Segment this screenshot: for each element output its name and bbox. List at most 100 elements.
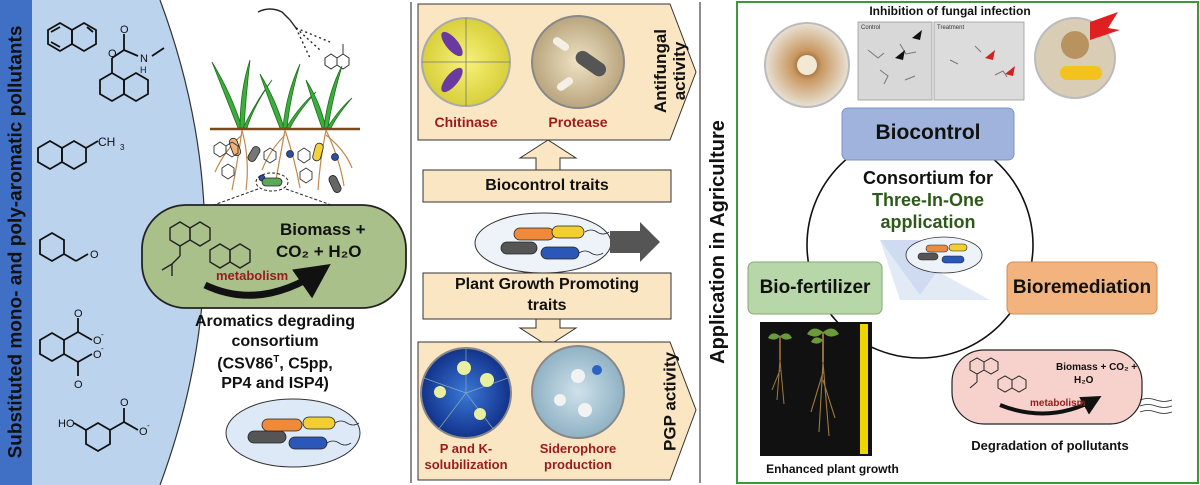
vertical-pollutants-title: Substituted mono- and poly-aromatic poll… (5, 25, 27, 459)
siderophore-plate (531, 345, 625, 439)
middle-consortium-oval (474, 212, 612, 274)
plant-illustration (177, 8, 369, 219)
vertical-title-bar (0, 0, 32, 485)
antifungal-label: Antifungal activity (651, 28, 689, 114)
biomass-small-line2: H₂O (1074, 375, 1094, 386)
degradation-box (141, 204, 407, 309)
fungal-hyphae (867, 43, 1008, 85)
naphthalene-structure (47, 21, 97, 53)
down-arrow (518, 318, 578, 347)
chitinase-label: Chitinase (434, 114, 498, 130)
biofertilizer-box (747, 261, 883, 315)
pgp-traits-line1: Plant Growth Promoting (455, 276, 639, 293)
soil-pollutant-structures (213, 141, 313, 184)
pgp-activity-box (417, 341, 697, 481)
biocontrol-traits-box (422, 169, 672, 203)
control-label: Control (861, 25, 881, 31)
bacterial-streak (1060, 66, 1102, 80)
svg-text:-: - (101, 344, 104, 353)
three-in-one-label: Three-In-One (871, 190, 984, 210)
degradation-label: Degradation of pollutants (971, 438, 1129, 453)
lightning-icon (1090, 12, 1120, 40)
plant-shoots (211, 59, 353, 129)
siderophore-line2: production (544, 457, 612, 472)
degradation-box-right (951, 349, 1173, 425)
biocontrol-traits-label: Biocontrol traits (485, 177, 609, 194)
arrow-to-application (610, 222, 660, 262)
consortium-for-label: Consortium for (863, 168, 993, 188)
enhanced-growth-label: Enhanced plant growth (766, 462, 899, 476)
svg-text:N: N (140, 53, 148, 65)
zoom-circle (255, 172, 289, 192)
pgp-traits-line2: traits (527, 297, 567, 314)
sprayer-icon (257, 8, 331, 59)
svg-text:O: O (120, 397, 129, 409)
antifungal-box (417, 3, 697, 141)
red-arrows (985, 50, 1015, 76)
black-arrows (895, 30, 922, 60)
strains-superscript: T (273, 354, 280, 365)
methyl-subscript: 3 (120, 143, 125, 152)
center-consortium-oval (905, 236, 983, 274)
consortium-title-line1: Aromatics degrading (194, 313, 356, 330)
right-panel-border (736, 1, 1199, 484)
biofertilizer-label: Bio-fertilizer (759, 277, 871, 298)
left-consortium-oval (225, 398, 361, 468)
carbaryl-structure (99, 34, 165, 103)
svg-text:H: H (140, 65, 147, 75)
biomass-line2: CO₂ + H₂O (276, 242, 362, 261)
sprayed-chemical-icon (324, 44, 350, 70)
carbaryl-in-box (161, 221, 211, 276)
phthalate-structure (39, 318, 93, 376)
svg-text:O: O (74, 308, 83, 320)
phthalate-carboxylate-2: O (93, 349, 102, 361)
metabolism-label: metabolism (216, 268, 289, 283)
scale-bar (860, 324, 868, 454)
biocontrol-box (841, 107, 1015, 161)
bioremediation-label: Bioremediation (1012, 277, 1152, 298)
metabolism-arrow-small (999, 396, 1102, 416)
siderophore-line1: Siderophore (539, 441, 617, 456)
consortium-strains-line2: PP4 and ISP4) (221, 375, 329, 392)
left-panel-curve (0, 0, 160, 485)
pk-line2: solubilization (424, 457, 508, 472)
methyl-label: CH (98, 135, 115, 149)
svg-text:-: - (101, 330, 104, 339)
hydroxybenzoate-structure (73, 408, 139, 453)
hydroxy-label: HO (58, 418, 75, 430)
left-pollutant-panel: O O N H CH 3 O O O - O O - (0, 0, 206, 485)
metabolism-arrow (203, 263, 331, 299)
consortium-title-line2: consortium (231, 333, 319, 350)
benzaldehyde-structure (39, 231, 89, 263)
pgp-activity-label: PGP activity (660, 352, 680, 451)
application-title: Application in Agriculture (707, 120, 729, 364)
application-label: application (880, 212, 976, 232)
svg-text:O: O (120, 24, 129, 36)
svg-text:O: O (74, 379, 83, 391)
microscopy-treatment (933, 21, 1025, 101)
consortium-strains-line1: (CSV86T, C5pp, (170, 354, 380, 373)
svg-text:-: - (147, 421, 150, 430)
plant-growth-photo (760, 322, 872, 456)
phthalate-carboxylate-1: O (93, 335, 102, 347)
seedlings (768, 328, 839, 437)
svg-text:O: O (108, 48, 117, 60)
strains-suffix: , C5pp, (279, 355, 333, 373)
bioremediation-box (1006, 261, 1158, 315)
inhibition-title: Inhibition of fungal infection (869, 4, 1031, 18)
zoom-bacterium (261, 177, 283, 187)
biomass-line1: Biomass + (280, 220, 366, 239)
svg-text:O: O (90, 249, 99, 261)
biocontrol-label: Biocontrol (875, 121, 981, 144)
hydroxybenzoate-carboxylate: O (139, 426, 148, 438)
up-arrow (518, 139, 578, 171)
methylnaphthalene-structure (37, 139, 99, 171)
treatment-label: Treatment (937, 25, 965, 31)
strains-prefix: (CSV86 (217, 355, 274, 373)
naphthalene-in-box (209, 243, 251, 269)
biomass-small-line1: Biomass + CO₂ + (1056, 362, 1138, 373)
metabolism-small-label: metabolism (1030, 398, 1086, 409)
protease-label: Protease (548, 114, 608, 130)
